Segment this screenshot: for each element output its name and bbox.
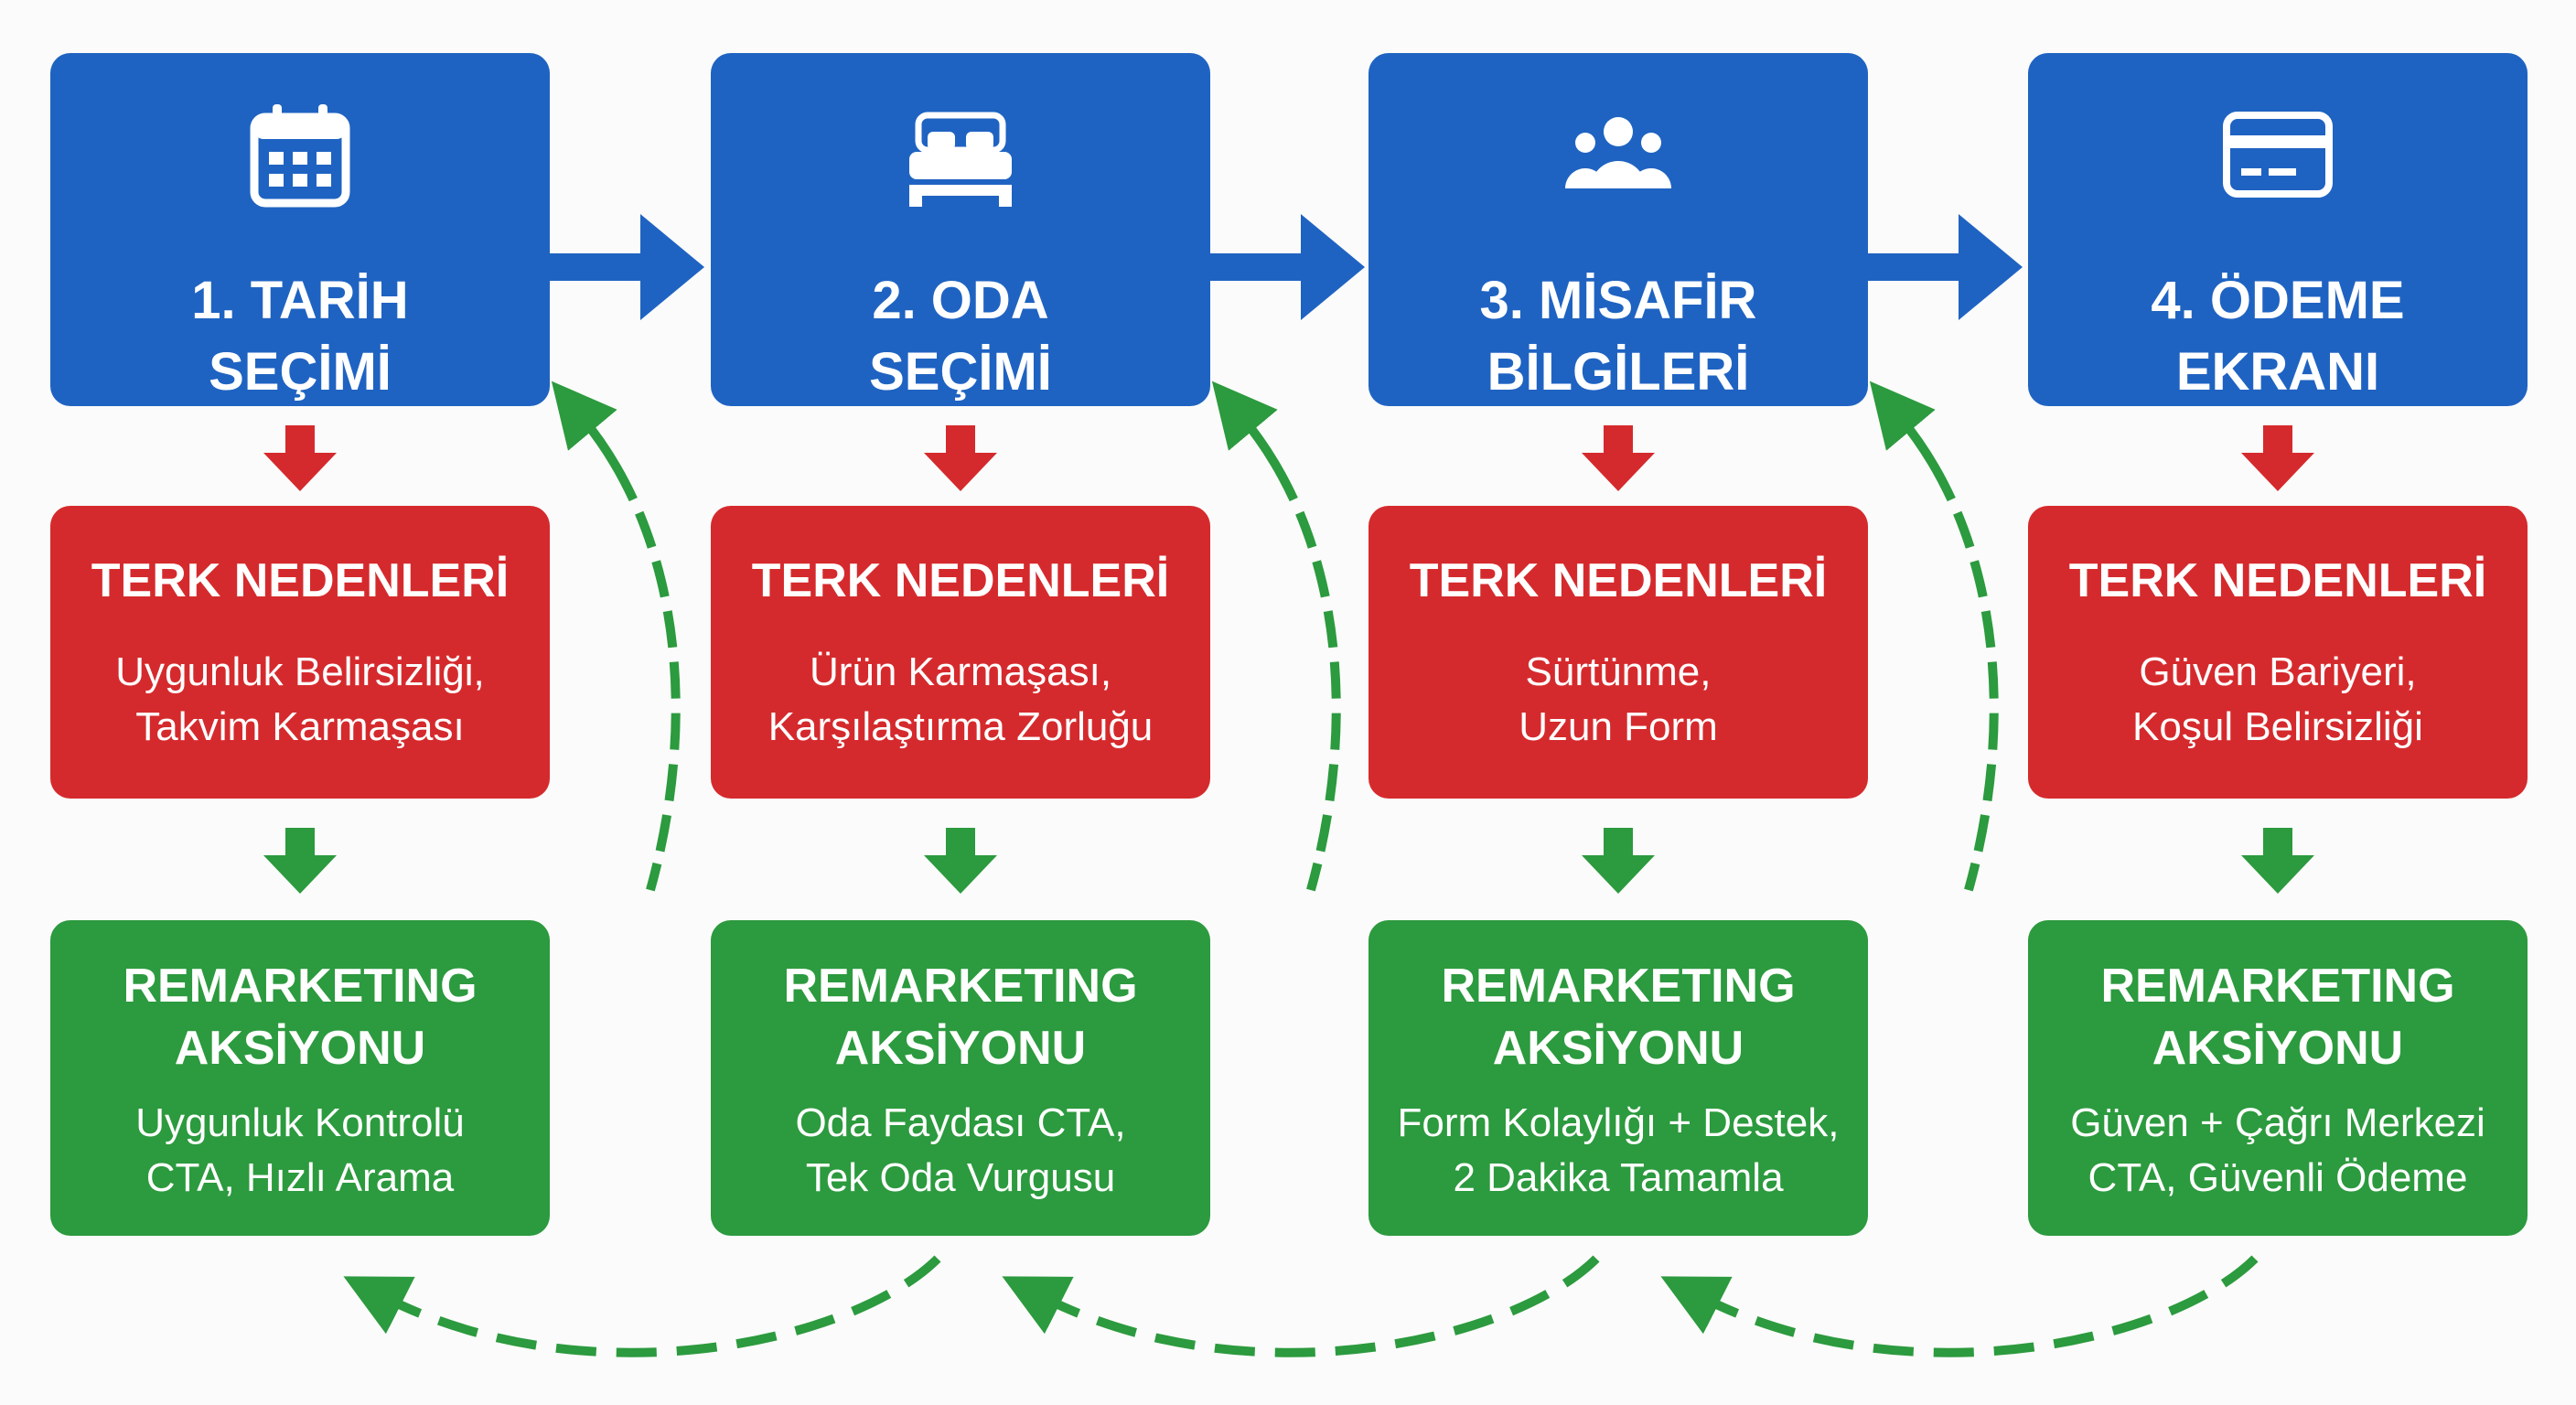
step-box-payment-screen: 4. ÖDEME EKRANI (2028, 53, 2528, 406)
down-arrow-icon (1582, 425, 1655, 491)
step-title: 4. ÖDEME EKRANI (2028, 265, 2528, 408)
down-arrow-icon (2241, 828, 2314, 894)
step-title-line: BİLGİLERİ (1487, 342, 1750, 402)
action-line: Uygunluk Kontrolü (135, 1100, 465, 1145)
heading-line: AKSİYONU (834, 1022, 1087, 1075)
action-line: CTA, Güvenli Ödeme (2088, 1155, 2468, 1200)
action-line: Oda Faydası CTA, (795, 1100, 1126, 1145)
abandon-reasons-heading: TERK NEDENLERİ (751, 554, 1170, 607)
heading-line: AKSİYONU (2152, 1022, 2404, 1075)
loop-back-arrow (551, 381, 681, 1080)
guests-icon (1565, 117, 1671, 188)
credit-card-icon (2223, 112, 2333, 198)
down-arrow-icon (924, 828, 997, 894)
down-arrow-icon (1582, 828, 1655, 894)
step-box-guest-info: 3. MİSAFİR BİLGİLERİ (1368, 53, 1868, 406)
action-line: Form Kolaylığı + Destek, (1397, 1100, 1840, 1145)
calendar-icon (250, 104, 350, 208)
step-box-date-selection: 1. TARİH SEÇİMİ (50, 53, 550, 406)
step-title: 2. ODA SEÇİMİ (711, 265, 1210, 408)
step-title-line: 4. ÖDEME (2151, 271, 2405, 330)
funnel-column-4: 4. ÖDEME EKRANI TERK NEDENLERİ Güven Bar… (2028, 0, 2528, 1405)
funnel-column-3: 3. MİSAFİR BİLGİLERİ TERK NEDENLERİ Sürt… (1368, 0, 1868, 1405)
step-title-line: 1. TARİH (191, 271, 409, 330)
step-title: 1. TARİH SEÇİMİ (50, 265, 550, 408)
step-title-line: EKRANI (2175, 342, 2380, 402)
bed-icon (909, 112, 1012, 207)
flow-arrow-icon (549, 214, 704, 320)
loop-back-arrow (1211, 381, 1341, 1080)
remarketing-action-heading: REMARKETING AKSİYONU (1368, 955, 1868, 1079)
abandon-reasons-box: TERK NEDENLERİ Ürün Karmaşası, Karşılaşt… (711, 506, 1210, 799)
remarketing-action-box: REMARKETING AKSİYONU Oda Faydası CTA, Te… (711, 920, 1210, 1236)
remarketing-action-text: Güven + Çağrı Merkezi CTA, Güvenli Ödeme (2028, 1096, 2528, 1206)
step-box-room-selection: 2. ODA SEÇİMİ (711, 53, 1210, 406)
step-title-line: 3. MİSAFİR (1479, 271, 1757, 330)
action-line: CTA, Hızlı Arama (145, 1155, 455, 1200)
abandon-reasons-text: Ürün Karmaşası, Karşılaştırma Zorluğu (711, 645, 1210, 755)
reason-line: Takvim Karmaşası (135, 704, 465, 749)
down-arrow-icon (924, 425, 997, 491)
heading-line: AKSİYONU (1492, 1022, 1744, 1075)
remarketing-action-box: REMARKETING AKSİYONU Güven + Çağrı Merke… (2028, 920, 2528, 1236)
abandon-reasons-heading: TERK NEDENLERİ (91, 554, 510, 607)
step-title-line: SEÇİMİ (209, 342, 392, 402)
down-arrow-icon (263, 828, 337, 894)
reason-line: Koşul Belirsizliği (2132, 704, 2423, 749)
abandon-reasons-box: TERK NEDENLERİ Güven Bariyeri, Koşul Bel… (2028, 506, 2528, 799)
abandon-reasons-box: TERK NEDENLERİ Sürtünme, Uzun Form (1368, 506, 1868, 799)
step-title-line: SEÇİMİ (869, 342, 1052, 402)
down-arrow-icon (2241, 425, 2314, 491)
reason-line: Uygunluk Belirsizliği, (115, 649, 485, 694)
action-line: 2 Dakika Tamamla (1453, 1155, 1784, 1200)
remarketing-action-heading: REMARKETING AKSİYONU (50, 955, 550, 1079)
heading-line: AKSİYONU (174, 1022, 426, 1075)
remarketing-action-text: Uygunluk Kontrolü CTA, Hızlı Arama (50, 1096, 550, 1206)
step-title: 3. MİSAFİR BİLGİLERİ (1368, 265, 1868, 408)
reason-line: Karşılaştırma Zorluğu (767, 704, 1154, 749)
abandon-reasons-heading: TERK NEDENLERİ (2068, 554, 2487, 607)
funnel-column-2: 2. ODA SEÇİMİ TERK NEDENLERİ Ürün Karmaş… (711, 0, 1210, 1405)
remarketing-action-text: Form Kolaylığı + Destek, 2 Dakika Tamaml… (1368, 1096, 1868, 1206)
action-line: Tek Oda Vurgusu (805, 1155, 1116, 1200)
abandon-reasons-text: Güven Bariyeri, Koşul Belirsizliği (2028, 645, 2528, 755)
reason-line: Uzun Form (1519, 704, 1718, 749)
funnel-column-1: 1. TARİH SEÇİMİ TERK NEDENLERİ Uygunluk … (50, 0, 550, 1405)
heading-line: REMARKETING (2100, 960, 2455, 1013)
abandon-reasons-box: TERK NEDENLERİ Uygunluk Belirsizliği, Ta… (50, 506, 550, 799)
remarketing-action-box: REMARKETING AKSİYONU Uygunluk Kontrolü C… (50, 920, 550, 1236)
remarketing-action-box: REMARKETING AKSİYONU Form Kolaylığı + De… (1368, 920, 1868, 1236)
abandon-reasons-text: Uygunluk Belirsizliği, Takvim Karmaşası (50, 645, 550, 755)
abandon-reasons-heading: TERK NEDENLERİ (1409, 554, 1828, 607)
down-arrow-icon (263, 425, 337, 491)
heading-line: REMARKETING (783, 960, 1138, 1013)
remarketing-action-heading: REMARKETING AKSİYONU (711, 955, 1210, 1079)
abandon-reasons-text: Sürtünme, Uzun Form (1368, 645, 1868, 755)
heading-line: REMARKETING (123, 960, 478, 1013)
flow-arrow-icon (1209, 214, 1365, 320)
reason-line: Sürtünme, (1525, 649, 1712, 694)
heading-line: REMARKETING (1441, 960, 1796, 1013)
action-line: Güven + Çağrı Merkezi (2070, 1100, 2485, 1145)
reason-line: Güven Bariyeri, (2139, 649, 2417, 694)
remarketing-action-heading: REMARKETING AKSİYONU (2028, 955, 2528, 1079)
loop-back-arrow (1869, 381, 1999, 1080)
flow-arrow-icon (1867, 214, 2023, 320)
step-title-line: 2. ODA (872, 271, 1049, 330)
remarketing-action-text: Oda Faydası CTA, Tek Oda Vurgusu (711, 1096, 1210, 1206)
reason-line: Ürün Karmaşası, (809, 649, 1112, 694)
